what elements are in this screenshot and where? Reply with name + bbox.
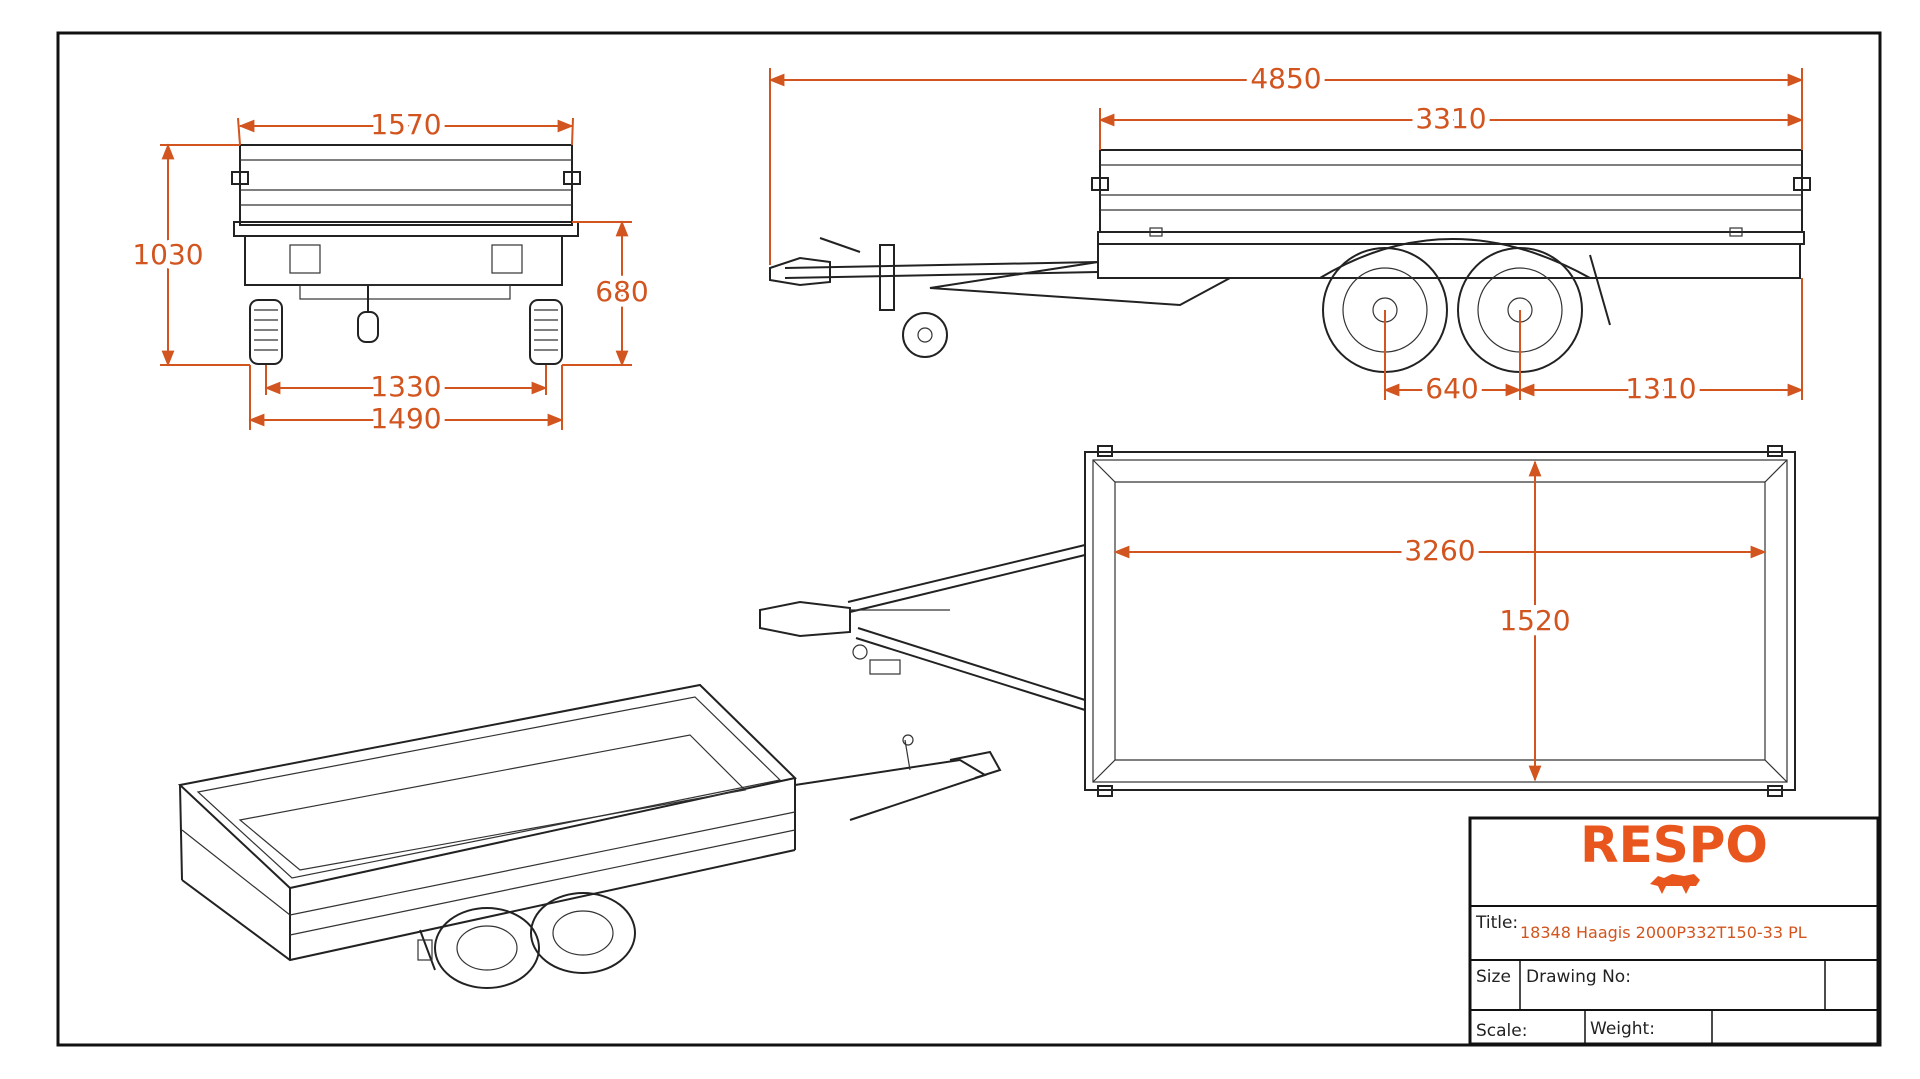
dim-top-inner-width: 1520 (1499, 604, 1570, 637)
dim-side-rear-overhang: 1310 (1625, 372, 1696, 405)
title-label: Title: (1475, 913, 1518, 933)
respo-logo: RESPO (1580, 816, 1768, 874)
front-view (231, 144, 581, 365)
dim-front-width-top: 1570 (370, 108, 441, 141)
drawing-border (56, 31, 1882, 1047)
size-label: Size (1476, 967, 1511, 987)
dim-front-height: 1030 (132, 238, 203, 271)
side-view (769, 149, 1811, 373)
dim-top-inner-length: 3260 (1404, 534, 1475, 567)
dim-front-track: 1330 (370, 370, 441, 403)
title-value: 18348 Haagis 2000P332T150-33 PL (1520, 923, 1807, 942)
bull-icon (1650, 874, 1700, 894)
perspective-view (177, 683, 1002, 989)
dim-side-total-length: 4850 (1250, 62, 1321, 95)
title-block: RESPO Title: 18348 Haagis 2000P332T150-3… (1468, 816, 1880, 1046)
scale-label: Scale: (1476, 1021, 1527, 1041)
dim-front-side-height: 680 (595, 275, 648, 308)
dim-side-axle-spacing: 640 (1425, 372, 1478, 405)
top-view (759, 445, 1796, 797)
weight-label: Weight: (1590, 1019, 1655, 1039)
dim-front-width-bottom: 1490 (370, 402, 441, 435)
dim-side-box-length: 3310 (1415, 102, 1486, 135)
drawing-no-label: Drawing No: (1526, 967, 1631, 987)
